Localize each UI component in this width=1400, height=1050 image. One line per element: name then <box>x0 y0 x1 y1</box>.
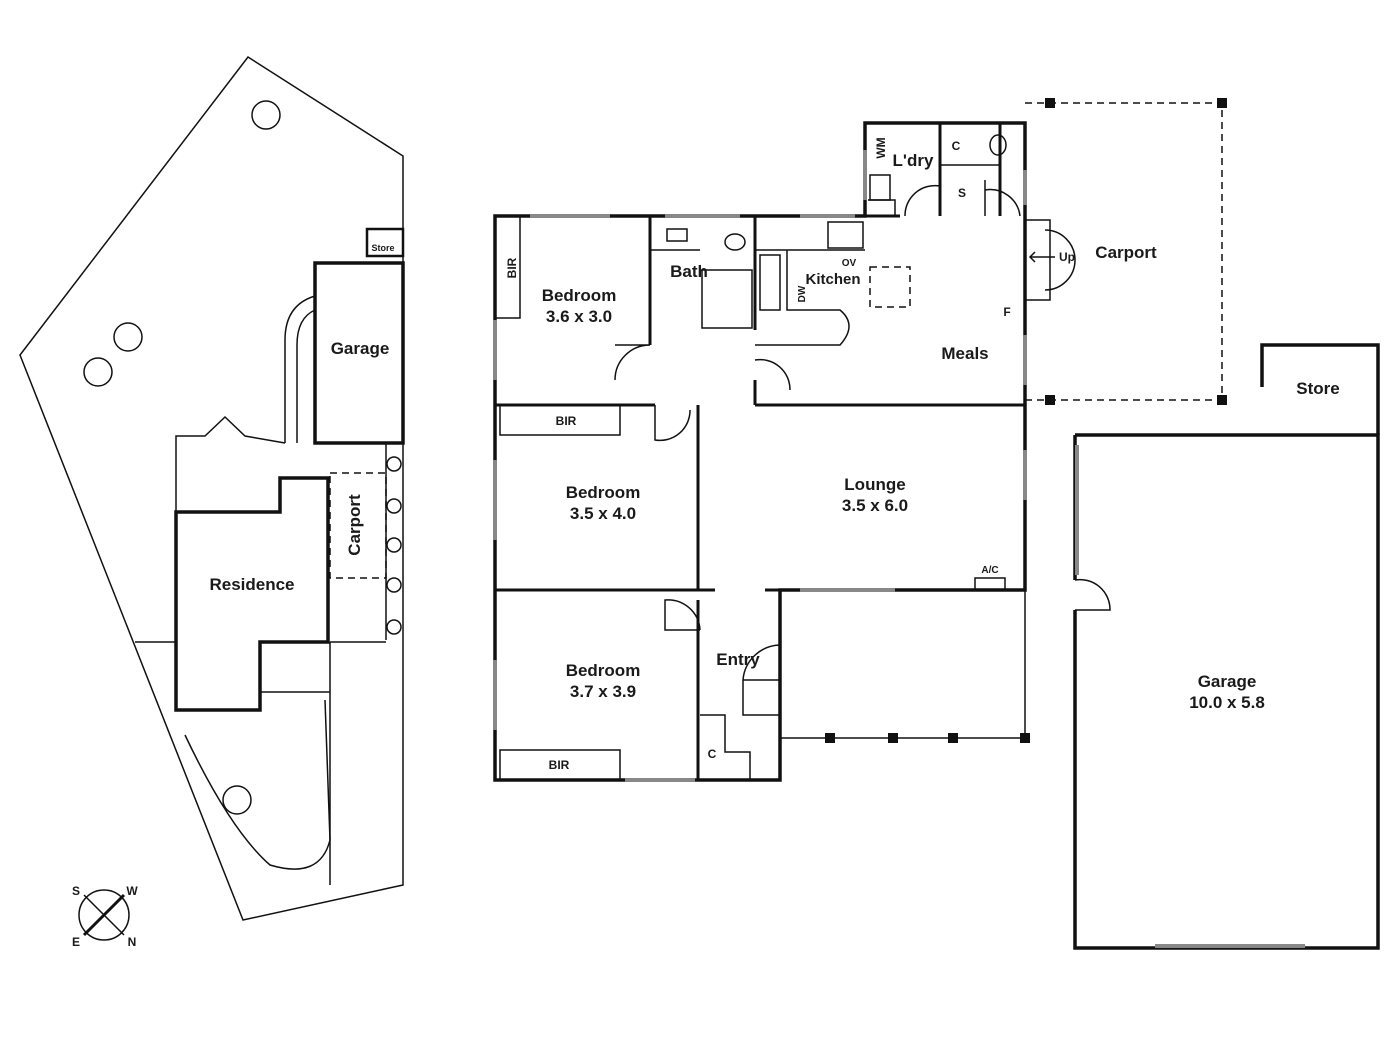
compass-icon: S W E N <box>72 884 138 949</box>
bedroom-label: Bedroom <box>566 661 641 680</box>
basin <box>666 228 688 242</box>
meals-label: Meals <box>941 344 988 363</box>
laundry-label: L'dry <box>893 151 934 170</box>
toilet-icon <box>989 134 1007 156</box>
site-path <box>175 415 286 512</box>
interior-walls <box>495 123 1025 780</box>
bir-label: BIR <box>549 758 570 772</box>
sink <box>759 254 781 311</box>
site-garage <box>313 261 405 445</box>
site-store-label: Store <box>371 243 394 253</box>
windows <box>493 150 1027 782</box>
garage-walls <box>1073 433 1380 950</box>
site-store <box>365 227 405 258</box>
tree-icon <box>83 357 113 387</box>
lounge-size: 3.5 x 6.0 <box>842 496 908 515</box>
dw-label: DW <box>797 285 808 302</box>
shower <box>701 269 753 329</box>
porch <box>780 590 1030 743</box>
bedroom-label: Bedroom <box>566 483 641 502</box>
doors <box>614 184 1111 716</box>
svg-text:N: N <box>128 935 137 949</box>
tree-icon <box>113 322 143 352</box>
bedroom-size: 3.7 x 3.9 <box>570 682 636 701</box>
lounge-label: Lounge <box>844 475 905 494</box>
c-label: C <box>952 139 961 153</box>
kitchen-island <box>869 266 911 308</box>
bedroom-label: Bedroom <box>542 286 617 305</box>
tree-icon <box>386 577 402 593</box>
c-label: C <box>708 747 717 761</box>
ac-unit <box>974 577 1006 591</box>
svg-text:S: S <box>72 884 80 898</box>
tree-icon <box>222 785 252 815</box>
bedroom-size: 3.5 x 4.0 <box>570 504 636 523</box>
site-carport-label: Carport <box>345 494 364 556</box>
bedroom-size: 3.6 x 3.0 <box>546 307 612 326</box>
step-door <box>1025 219 1076 301</box>
wm-label: WM <box>874 137 888 158</box>
site-fence <box>135 443 387 885</box>
store-walls <box>1260 343 1380 435</box>
garage-size: 10.0 x 5.8 <box>1189 693 1265 712</box>
bir-label: BIR <box>505 257 519 278</box>
site-driveway <box>284 295 316 443</box>
site-trees <box>83 100 402 815</box>
up-arrow-icon <box>1028 251 1055 263</box>
bir-label: BIR <box>556 414 577 428</box>
up-label: Up <box>1059 250 1075 264</box>
house-plan: BIR Bedroom 3.6 x 3.0 Bath Kitchen OV DW… <box>493 121 1111 782</box>
fixtures <box>495 164 1000 780</box>
toilet-icon <box>724 233 746 251</box>
f-label: F <box>1003 305 1010 319</box>
carport: Up Carport <box>1025 98 1227 405</box>
entry-label: Entry <box>716 650 760 669</box>
tree-icon <box>386 498 402 514</box>
site-boundary <box>19 55 404 921</box>
laundry-tub <box>869 174 891 201</box>
bath-label: Bath <box>670 262 708 281</box>
ov-label: OV <box>842 258 857 269</box>
tree-icon <box>386 619 402 635</box>
ac-label: A/C <box>981 565 998 576</box>
cooktop <box>827 221 864 249</box>
svg-text:E: E <box>72 935 80 949</box>
store-label: Store <box>1296 379 1339 398</box>
site-residence-label: Residence <box>209 575 294 594</box>
site-garage-label: Garage <box>331 339 390 358</box>
site-plan: Store Garage Residence Carport S W E <box>19 55 405 949</box>
tree-icon <box>251 100 281 130</box>
s-label: S <box>958 186 966 200</box>
garage-label: Garage <box>1198 672 1257 691</box>
carport-label: Carport <box>1095 243 1157 262</box>
site-garden-path <box>184 699 331 870</box>
svg-text:W: W <box>126 884 138 898</box>
kitchen-label: Kitchen <box>805 271 860 288</box>
outbuilding: Store Garage 10.0 x 5.8 <box>1073 343 1380 950</box>
tree-icon <box>386 537 402 553</box>
tree-icon <box>386 456 402 472</box>
site-residence <box>174 476 330 712</box>
